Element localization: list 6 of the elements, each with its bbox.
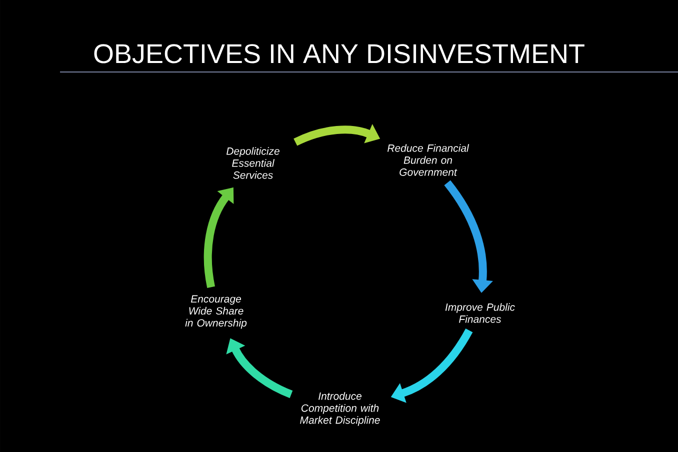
cycle-label: Depoliticize Essential Services xyxy=(226,147,280,179)
cycle-label: Reduce Financial Burden on Government xyxy=(387,144,470,176)
title: OBJECTIVES IN ANY DISINVESTMENT xyxy=(94,44,584,64)
cycle-label: Improve Public Finances xyxy=(445,303,515,323)
cycle-label: Encourage Wide Share in Ownership xyxy=(185,295,247,329)
cycle-label: Introduce Competition with Market Discipline xyxy=(300,392,380,426)
